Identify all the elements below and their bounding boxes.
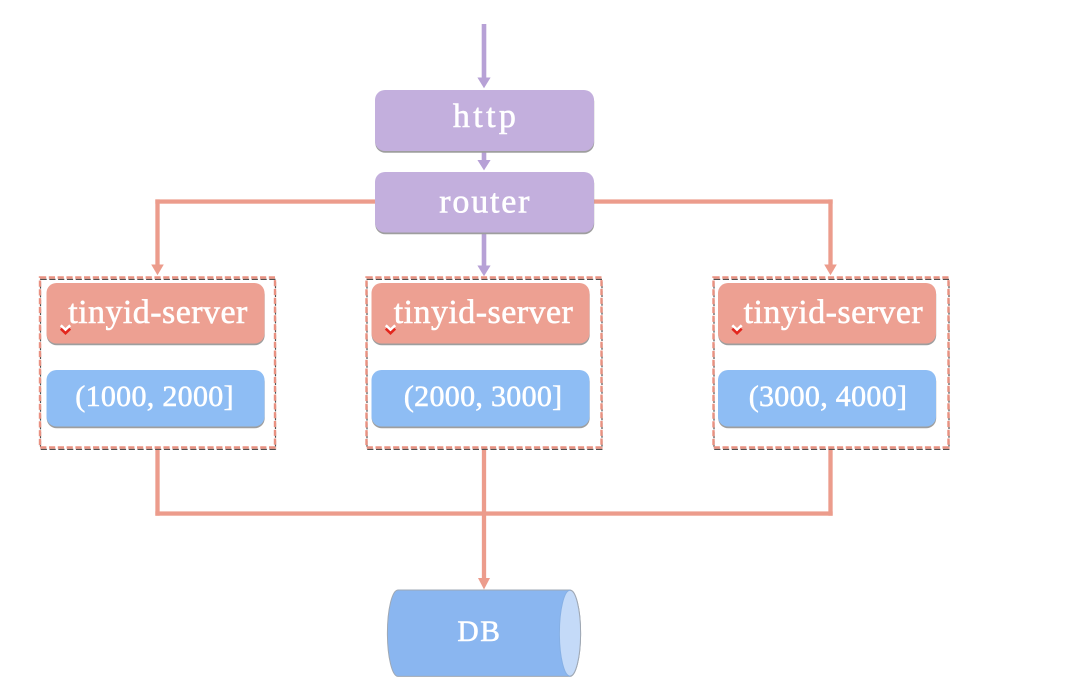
svg-text:http: http [453, 98, 520, 135]
svg-text:(3000, 4000]: (3000, 4000] [749, 380, 908, 413]
svg-text:router: router [439, 184, 531, 221]
svg-text:tinyid-server: tinyid-server [744, 294, 924, 331]
svg-text:(2000, 3000]: (2000, 3000] [404, 380, 563, 413]
svg-text:tinyid-server: tinyid-server [68, 294, 248, 331]
svg-text:DB: DB [457, 616, 501, 648]
svg-text:(1000, 2000]: (1000, 2000] [75, 380, 234, 413]
svg-text:tinyid-server: tinyid-server [394, 294, 574, 331]
